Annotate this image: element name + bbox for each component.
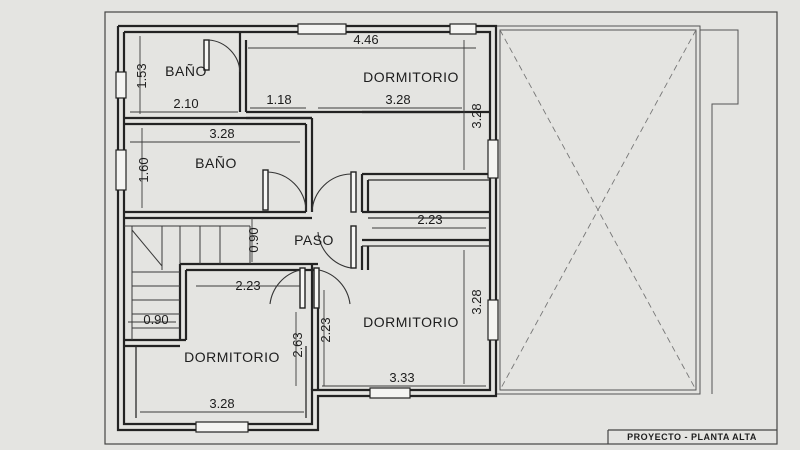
dim-paso-height: 0.90 <box>246 227 261 252</box>
dim-hall-gap: 1.18 <box>266 92 291 107</box>
room-label-dormitorio-top: DORMITORIO <box>363 69 459 85</box>
interior-walls <box>124 32 490 418</box>
room-label-dormitorio-right: DORMITORIO <box>363 314 459 330</box>
staircase <box>124 225 251 340</box>
dim-dorm-bottom-height: 2.63 <box>290 332 305 357</box>
room-label-bano-mid: BAÑO <box>195 155 237 171</box>
dim-dorm-top-height: 3.28 <box>469 103 484 128</box>
sheet-frame <box>104 11 778 445</box>
room-label-paso: PASO <box>294 232 334 248</box>
dim-dorm-right-width: 3.33 <box>389 370 414 385</box>
dim-top-width: 4.46 <box>353 32 378 47</box>
dim-left-corridor-width: 2.23 <box>235 278 260 293</box>
title-block-label: PROYECTO - PLANTA ALTA <box>627 432 757 442</box>
dimension-lines <box>128 36 486 413</box>
dim-bano-mid-width: 3.28 <box>209 126 234 141</box>
dim-dorm-right-height: 3.28 <box>469 289 484 314</box>
dim-bano-top-height: 1.53 <box>134 63 149 88</box>
dim-dorm-top-width: 3.28 <box>385 92 410 107</box>
dim-right-corridor-width: 2.23 <box>417 212 442 227</box>
dim-wall-gap-height: 2.23 <box>318 317 333 342</box>
dim-bano-top-width: 2.10 <box>173 96 198 111</box>
dim-stair-width: 0.90 <box>143 312 168 327</box>
room-label-bano-top: BAÑO <box>165 63 207 79</box>
dim-dorm-bottom-width: 3.28 <box>209 396 234 411</box>
room-label-dormitorio-bottom: DORMITORIO <box>184 349 280 365</box>
title-block: PROYECTO - PLANTA ALTA <box>607 429 777 444</box>
windows <box>115 23 499 433</box>
dim-bano-mid-height: 1.60 <box>136 157 151 182</box>
doors <box>203 39 357 309</box>
